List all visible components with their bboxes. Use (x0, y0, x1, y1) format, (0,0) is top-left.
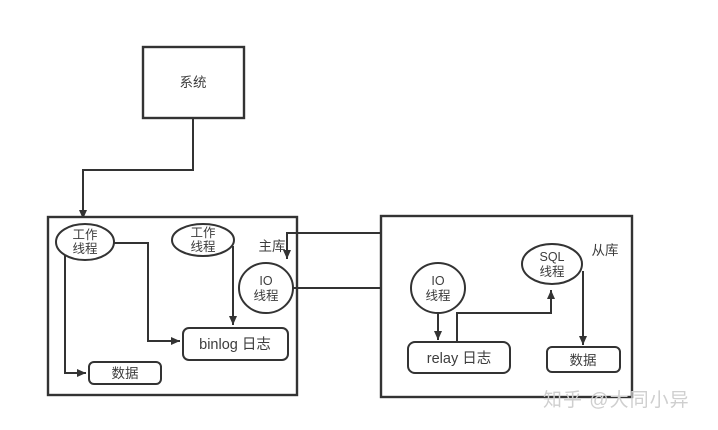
watermark-text: 知乎 @大同小异 (543, 389, 690, 411)
slave-data-label: 数据 (570, 353, 597, 368)
master-worker1-line1: 工作 (72, 228, 98, 242)
slave-sql-line1: SQL (539, 250, 564, 264)
slave-region-label: 从库 (592, 243, 619, 258)
master-worker2-ellipse (171, 223, 235, 257)
relay-label: relay 日志 (427, 350, 491, 367)
binlog-label: binlog 日志 (199, 336, 271, 353)
system-label: 系统 (180, 75, 207, 90)
slave-io-thread-ellipse (410, 262, 466, 314)
master-worker1-ellipse (55, 223, 115, 261)
slave-sql-thread-ellipse (521, 243, 583, 285)
master-region-label: 主库 (259, 239, 286, 254)
master-io-thread-ellipse (238, 262, 294, 314)
master-io-line2: 线程 (253, 288, 279, 303)
slave-data-box (546, 346, 621, 373)
master-data-label: 数据 (112, 366, 139, 381)
connector-system-to-worker (79, 118, 194, 219)
master-worker1-line2: 线程 (72, 241, 98, 256)
system-box (141, 45, 246, 120)
master-worker2-line2: 线程 (190, 239, 216, 254)
slave-sql-line2: 线程 (539, 264, 565, 279)
relay-box (407, 341, 511, 374)
binlog-box (182, 327, 289, 361)
connector-worker1-to-binlog (113, 242, 180, 345)
slave-io-line1: IO (431, 274, 444, 288)
master-data-box (88, 361, 162, 385)
slave-io-line2: 线程 (425, 288, 451, 303)
master-worker2-line1: 工作 (190, 226, 216, 240)
connector-relay-to-sql (456, 290, 555, 342)
connector-worker1-to-data (64, 255, 86, 377)
master-io-line1: IO (259, 274, 272, 288)
